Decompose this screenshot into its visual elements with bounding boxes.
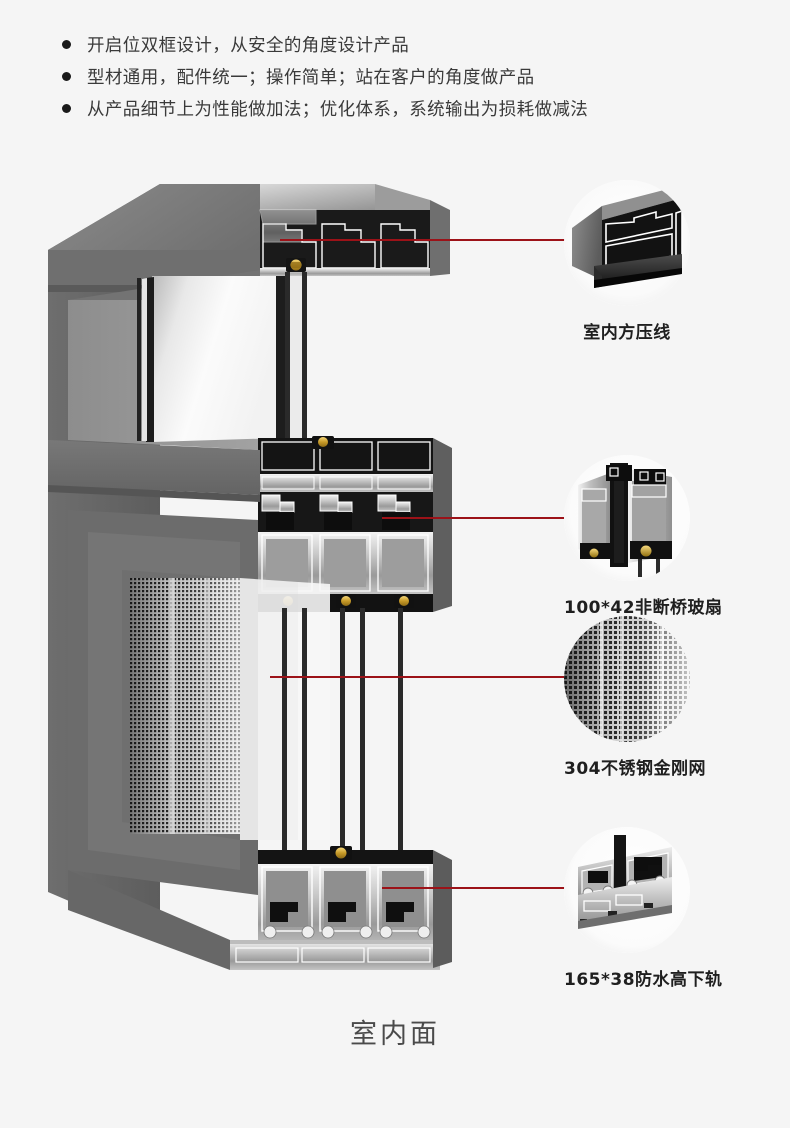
bottom-track-icon: [564, 827, 690, 953]
leader-line-4: [382, 887, 566, 889]
leader-line-1: [280, 239, 566, 241]
list-item: 型材通用，配件统一；操作简单；站在客户的角度做产品: [62, 60, 742, 92]
callout-bottom-track: 165*38防水高下轨: [564, 827, 723, 990]
leader-line-3: [270, 676, 566, 678]
callout-sash-profile: 100*42非断桥玻扇: [564, 455, 723, 618]
bullet-dot-icon: [62, 103, 71, 113]
steel-mesh-icon: [564, 616, 690, 742]
product-cutaway-diagram: [30, 150, 510, 970]
bullet-dot-icon: [62, 71, 71, 81]
callout-label: 304不锈钢金刚网: [564, 759, 706, 779]
profile-cross-section-icon: [564, 180, 690, 306]
bullet-text: 从产品细节上为性能做加法；优化体系，系统输出为损耗做减法: [87, 99, 589, 120]
callout-label: 室内方压线: [583, 323, 671, 343]
callout-indoor-square-bead: 室内方压线: [564, 180, 690, 343]
bullet-text: 型材通用，配件统一；操作简单；站在客户的角度做产品: [87, 67, 535, 88]
bullet-dot-icon: [62, 39, 71, 49]
list-item: 开启位双框设计，从安全的角度设计产品: [62, 28, 742, 60]
callout-steel-mesh: 304不锈钢金刚网: [564, 616, 706, 779]
sash-profile-icon: [564, 455, 690, 581]
callout-label: 165*38防水高下轨: [564, 970, 723, 990]
bullet-text: 开启位双框设计，从安全的角度设计产品: [87, 35, 410, 56]
list-item: 从产品细节上为性能做加法；优化体系，系统输出为损耗做减法: [62, 92, 742, 124]
leader-line-2: [382, 517, 566, 519]
diagram-caption: 室内面: [350, 1019, 440, 1050]
callout-label: 100*42非断桥玻扇: [564, 598, 723, 618]
feature-bullet-list: 开启位双框设计，从安全的角度设计产品 型材通用，配件统一；操作简单；站在客户的角…: [62, 28, 742, 124]
